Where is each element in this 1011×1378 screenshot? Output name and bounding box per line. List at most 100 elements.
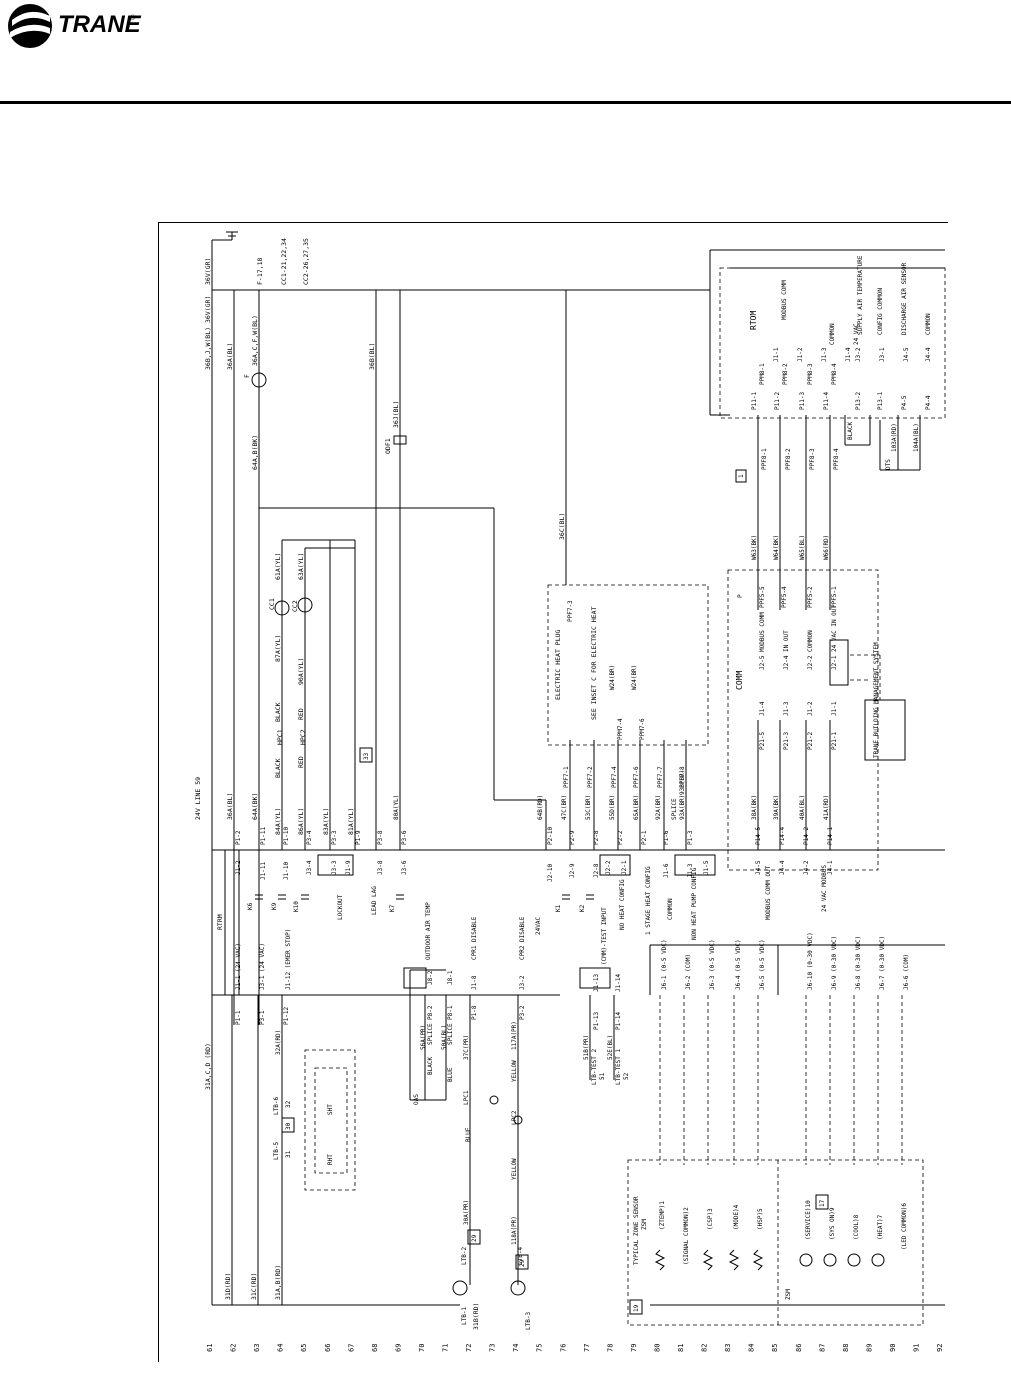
header-rule: [0, 101, 1011, 104]
j6-label: J6-9 (0-30 VDC): [831, 936, 838, 990]
j6-label: J6-2 (COM): [685, 954, 692, 990]
ppf-label: PPF7-3: [567, 600, 574, 622]
j6-label: J6-10 (0-30 VDC): [807, 932, 814, 990]
jack-label: J4-2: [803, 860, 810, 875]
ltb-label: LTB-4: [517, 1247, 524, 1265]
rtom-jack: J3-1: [879, 347, 886, 362]
jack-label: J4-5: [755, 860, 762, 875]
zone-item: (CSP)3: [707, 1208, 714, 1230]
rtom-labels: RTOM P11-1 PPM8-1 J1-1 MODBUS COMM P11-2…: [735, 255, 932, 483]
wire-label: 83A(YL): [322, 808, 330, 835]
comm-jack: J1-4: [759, 701, 766, 716]
wire-label: 103A(RD): [891, 423, 898, 452]
row-number: 83: [724, 1344, 732, 1352]
plug-label: P21-2: [807, 732, 814, 750]
odf-label: ODF1: [384, 438, 392, 454]
fan-label: F: [243, 374, 251, 378]
row-number: 82: [701, 1344, 709, 1352]
lpc1-label: LPC1: [463, 1090, 470, 1105]
plug-label: P3-6: [401, 830, 408, 845]
zsm-label: ZSM: [641, 1219, 648, 1230]
j6-label: J6-5 (0-5 VDC): [759, 939, 766, 990]
jack-label: J1-2: [235, 860, 242, 875]
rtom-title: RTOM: [749, 311, 758, 330]
diagram-frame: [158, 222, 948, 1362]
rtom-plug: P11-4: [823, 392, 830, 410]
plug-label: P1-12: [283, 1007, 290, 1025]
plug-label: P14-1: [827, 827, 834, 845]
ppf-label: PPF5-2: [807, 586, 814, 608]
ppf-label: PPF8-2: [785, 448, 792, 470]
plug-label: P2-10: [547, 827, 554, 845]
ppm-label: PPM7-6: [639, 718, 646, 740]
comm-jack: J1-3: [783, 701, 790, 716]
wire-label: 56A(PR): [420, 1025, 427, 1050]
row-number: 89: [865, 1344, 873, 1352]
modbus-label: 24 VAC MODBUS: [821, 865, 828, 912]
tag-label: 1: [738, 474, 745, 478]
zone-item: (ZTEMP)1: [659, 1201, 666, 1230]
wire-label: 53C(BR): [585, 795, 592, 820]
splice-label: SPLICE: [671, 798, 678, 820]
comm-row: J2-1 24 VAC IN OUT: [831, 605, 838, 670]
wire-label: 41A(RD): [823, 795, 830, 820]
wire-label: 81A(YL): [347, 808, 355, 835]
wire-label: 87A(YL): [274, 635, 282, 662]
row-number: 75: [536, 1344, 544, 1352]
rtom-jack: J4-5: [903, 347, 910, 362]
ltb-test-label: LTB-TEST 1: [615, 1048, 622, 1085]
plug-label: P13-1: [877, 392, 884, 410]
heat-plug-label: ELECTRIC HEAT PLUG: [554, 629, 562, 700]
j6-label: J6-3 (0-5 VDC): [709, 939, 716, 990]
comm-row: J2-5 MODBUS COMM: [759, 612, 766, 670]
row-number: 71: [442, 1344, 450, 1352]
rtom-ppm: PPM8-2: [782, 363, 789, 385]
plug-label: P2-9: [569, 830, 576, 845]
jack-label: J2-1: [621, 860, 628, 875]
wire-label: 61A(YL): [274, 553, 282, 580]
rtom-jack: J1-1: [773, 347, 780, 362]
wire-label: YELLOW: [511, 1158, 518, 1180]
wire-label: 31C(RD): [250, 1273, 258, 1300]
rtom-desc: 24 VAC: [853, 323, 860, 345]
row-number: 69: [394, 1344, 402, 1352]
plug-label: P1-3: [687, 830, 694, 845]
config-label: NON HEAT PUMP CONFIG: [691, 867, 698, 940]
rtom-desc: COMMON: [829, 323, 836, 345]
wires: [211, 231, 946, 1326]
tag-label: 17: [819, 1199, 826, 1207]
wire-label: 64B(RD): [537, 795, 544, 820]
jack-label: J4-4: [779, 860, 786, 875]
black-label: BLACK: [847, 422, 854, 440]
splice-label: SPLICE: [447, 1023, 454, 1045]
wire-label: 31A,C,D (RD): [204, 1043, 212, 1090]
j6-label: J6-1 (0-5 VDC): [661, 939, 668, 990]
plug-label: P2-2: [617, 830, 624, 845]
wire-label: 51B(PR): [583, 1035, 590, 1060]
jack-label: J1-10: [283, 862, 290, 880]
wire-label: W63(BK): [751, 535, 758, 560]
wire-label: 36B(BL): [368, 343, 376, 370]
comm-title: COMM: [735, 671, 744, 690]
ppf-label: PPF7-2: [587, 766, 594, 788]
jack-label: J8-2: [427, 970, 434, 985]
ltb-label: LTB-5: [273, 1142, 280, 1160]
plug-label: P1-6: [663, 830, 670, 845]
top-labels: 36B,J,W(BL) 36V(GR) 36A(BL) 64A,B(BK) F …: [204, 238, 566, 540]
comm-row: J2-4 IN OUT: [783, 630, 790, 670]
plug-label: P14-2: [803, 827, 810, 845]
zone-item: (SERVICE)10: [805, 1200, 812, 1240]
plug-label: P1-11: [260, 827, 267, 845]
ref-label: F-17,18: [256, 258, 264, 285]
wire-label: 64A,B(BK): [251, 435, 259, 470]
rtom-desc: SUPPLY AIR TEMPERATURE: [857, 255, 864, 335]
row-number: 80: [654, 1344, 662, 1352]
wire-label: 31A,B(RD): [274, 1265, 282, 1300]
ppf-label: PPF7-7: [657, 766, 664, 788]
plug-label: P1-14: [615, 1012, 622, 1030]
plug-label: P14-4: [779, 827, 786, 845]
row-number: 68: [371, 1344, 379, 1352]
j6-label: J6-6 (COM): [903, 954, 910, 990]
plug-label: P21-1: [831, 732, 838, 750]
jack-label: J2-10: [547, 864, 554, 882]
